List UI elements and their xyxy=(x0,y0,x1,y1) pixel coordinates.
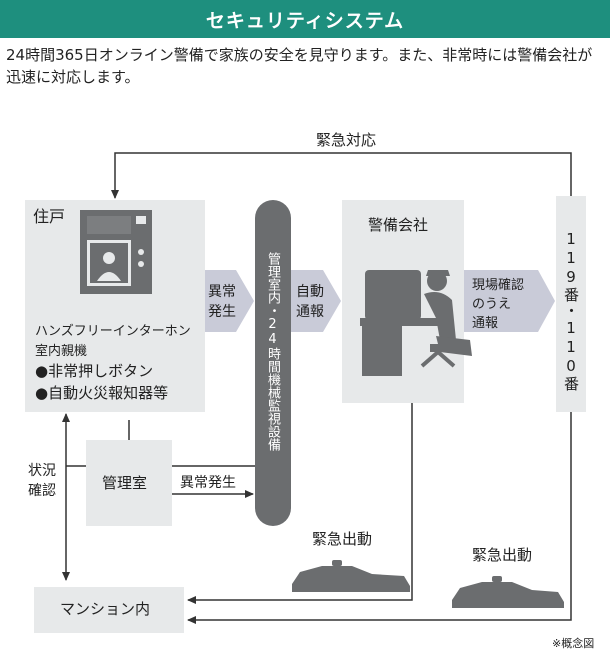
emergency-response-label: 緊急対応 xyxy=(316,131,377,149)
anomaly-from-office-label: 異常発生 xyxy=(180,475,236,491)
monitoring-equipment-bar xyxy=(255,200,291,526)
management-office-box xyxy=(86,440,172,526)
status-check-label-1: 状況 xyxy=(28,463,56,479)
emergency-numbers-label: 119番・110番 xyxy=(562,230,580,392)
security-guard-icon xyxy=(360,270,472,376)
auto-report-label-2: 通報 xyxy=(296,304,324,320)
conceptual-note: ※概念図 xyxy=(552,637,595,650)
anomaly-label-1: 異常 xyxy=(208,284,236,300)
ambulance-car-icon xyxy=(452,576,564,608)
status-check-label-2: 確認 xyxy=(28,483,56,499)
emergency-numbers-box xyxy=(556,196,586,412)
police-car-icon xyxy=(292,560,410,592)
mansion-label: マンション内 xyxy=(60,600,151,618)
page-title: セキュリティシステム xyxy=(0,0,610,38)
anomaly-arrow xyxy=(205,270,254,332)
emergency-button-label: ●非常押しボタン xyxy=(35,362,154,380)
fire-alarm-label: ●自動火災報知器等 xyxy=(35,384,169,402)
onsite-check-label-3: 通報 xyxy=(472,316,499,331)
intercom-label-2: 室内親機 xyxy=(35,344,88,359)
dispatch-label-1: 緊急出動 xyxy=(312,530,373,548)
onsite-report-arrow xyxy=(464,270,555,332)
dispatch-label-2: 緊急出動 xyxy=(472,546,533,564)
intercom-label-1: ハンズフリーインターホン xyxy=(35,324,191,339)
description: 24時間365日オンライン警備で家族の安全を見守ります。また、非常時には警備会社… xyxy=(6,46,593,86)
onsite-check-label-1: 現場確認 xyxy=(472,278,525,293)
auto-report-arrow xyxy=(291,270,341,332)
auto-report-label-1: 自動 xyxy=(296,284,324,300)
security-company-label: 警備会社 xyxy=(368,216,429,234)
anomaly-label-2: 発生 xyxy=(208,304,236,320)
onsite-check-label-2: のうえ xyxy=(472,297,512,312)
monitoring-equipment-label: 管理室内・24時間機械監視設備 xyxy=(265,252,280,451)
residence-label: 住戸 xyxy=(33,207,66,226)
intercom-icon xyxy=(80,210,152,294)
management-office-label: 管理室 xyxy=(102,474,148,492)
mansion-box xyxy=(34,587,184,633)
